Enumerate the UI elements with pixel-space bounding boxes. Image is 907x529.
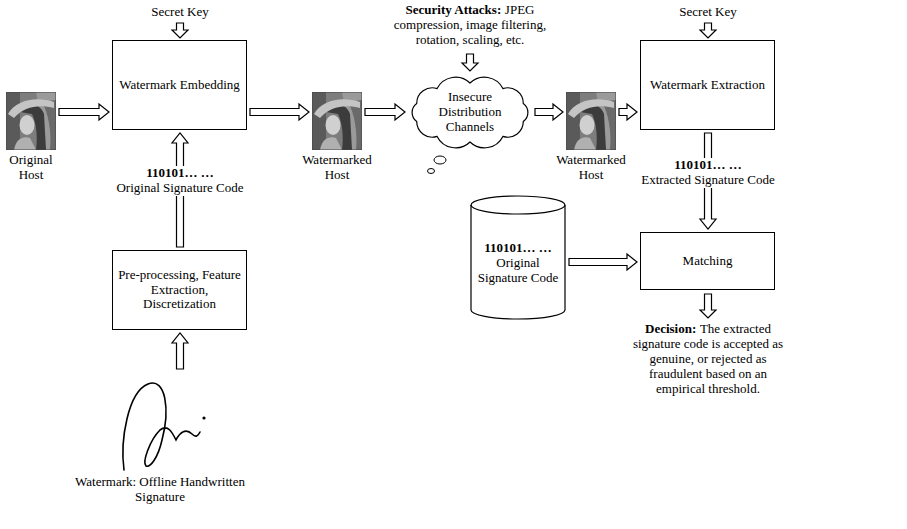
key-arrow bbox=[700, 23, 716, 38]
node-text: 110101… … bbox=[475, 241, 561, 256]
host-image: Original Host bbox=[6, 92, 56, 150]
annotation: Secret Key bbox=[151, 4, 208, 19]
annotation: Original Signature Code bbox=[113, 181, 246, 196]
flow-arrow bbox=[172, 333, 188, 369]
annotation-group: Secret Key bbox=[135, 5, 225, 20]
image-caption: Watermarked Host bbox=[295, 153, 379, 183]
image-caption: Watermarked Host bbox=[549, 153, 633, 183]
host-picture bbox=[566, 92, 616, 150]
annotation: 110101… … bbox=[143, 166, 217, 181]
process-box: Pre-processing, Feature Extraction, Disc… bbox=[112, 250, 247, 330]
attack-arrow bbox=[462, 54, 478, 71]
database-cylinder: 110101… …Original Signature Code bbox=[470, 195, 566, 320]
text-block: Watermark Embedding bbox=[118, 78, 241, 93]
flow-arrow bbox=[619, 104, 637, 120]
thought-bubble bbox=[434, 156, 446, 164]
text-block: Watermark Extraction bbox=[646, 78, 769, 93]
host-picture bbox=[6, 92, 56, 150]
annotation-group: Secret Key bbox=[663, 5, 753, 20]
thought-bubble bbox=[428, 169, 435, 174]
annotation: 110101… … bbox=[671, 158, 745, 173]
annotation: Security Attacks: bbox=[406, 2, 502, 17]
text-block: Watermarked Host bbox=[549, 153, 633, 183]
text-block: Insecure Distribution Channels bbox=[430, 90, 510, 135]
host-image: Watermarked Host bbox=[566, 92, 616, 150]
cylinder-rim bbox=[471, 205, 565, 214]
text-block: Watermark: Offline Handwritten Signature bbox=[60, 475, 260, 505]
text-block: Watermarked Host bbox=[295, 153, 379, 183]
signature-image: Watermark: Offline Handwritten Signature bbox=[115, 372, 205, 472]
signature-stroke bbox=[123, 383, 200, 470]
signature-dot bbox=[202, 416, 205, 419]
host-picture bbox=[312, 92, 362, 150]
text-block: 110101… …Original Signature Code bbox=[475, 241, 561, 286]
node-text: Pre-processing, Feature Extraction, Disc… bbox=[118, 268, 241, 313]
text-block: Pre-processing, Feature Extraction, Disc… bbox=[118, 268, 241, 313]
flow-arrow bbox=[365, 104, 405, 120]
annotation-group: Decision:The extracted signature code is… bbox=[626, 322, 791, 397]
annotation-group: 110101… …Original Signature Code bbox=[95, 166, 265, 196]
node-text: Original Signature Code bbox=[475, 256, 561, 286]
flow-arrow bbox=[250, 104, 309, 120]
decision-arrow bbox=[700, 294, 716, 318]
channel-cloud: Insecure Distribution Channels bbox=[408, 74, 532, 151]
text-block: Original Host bbox=[3, 153, 59, 183]
cloud-outline bbox=[412, 77, 528, 148]
key-arrow bbox=[172, 23, 188, 38]
process-box: Matching bbox=[640, 232, 775, 290]
annotation-group: 110101… …Extracted Signature Code bbox=[623, 158, 793, 188]
flow-arrow bbox=[569, 254, 637, 270]
node-text: Insecure Distribution Channels bbox=[430, 90, 510, 135]
annotation: Secret Key bbox=[679, 4, 736, 19]
node-text: Watermark Embedding bbox=[118, 78, 241, 93]
process-box: Watermark Extraction bbox=[640, 40, 775, 130]
host-image: Watermarked Host bbox=[312, 92, 362, 150]
flow-arrow bbox=[59, 104, 109, 120]
node-text: Watermark Extraction bbox=[646, 78, 769, 93]
text-block: Matching bbox=[646, 254, 769, 269]
image-caption: Watermark: Offline Handwritten Signature bbox=[60, 475, 260, 505]
annotation: Decision: bbox=[645, 321, 696, 336]
node-text: Matching bbox=[646, 254, 769, 269]
annotation: Extracted Signature Code bbox=[638, 173, 778, 188]
image-caption: Original Host bbox=[3, 153, 59, 183]
annotation-group: Security Attacks:JPEG compression, image… bbox=[376, 3, 564, 48]
cylinder-outline bbox=[471, 196, 565, 319]
process-box: Watermark Embedding bbox=[112, 40, 247, 130]
flow-arrow bbox=[535, 104, 563, 120]
